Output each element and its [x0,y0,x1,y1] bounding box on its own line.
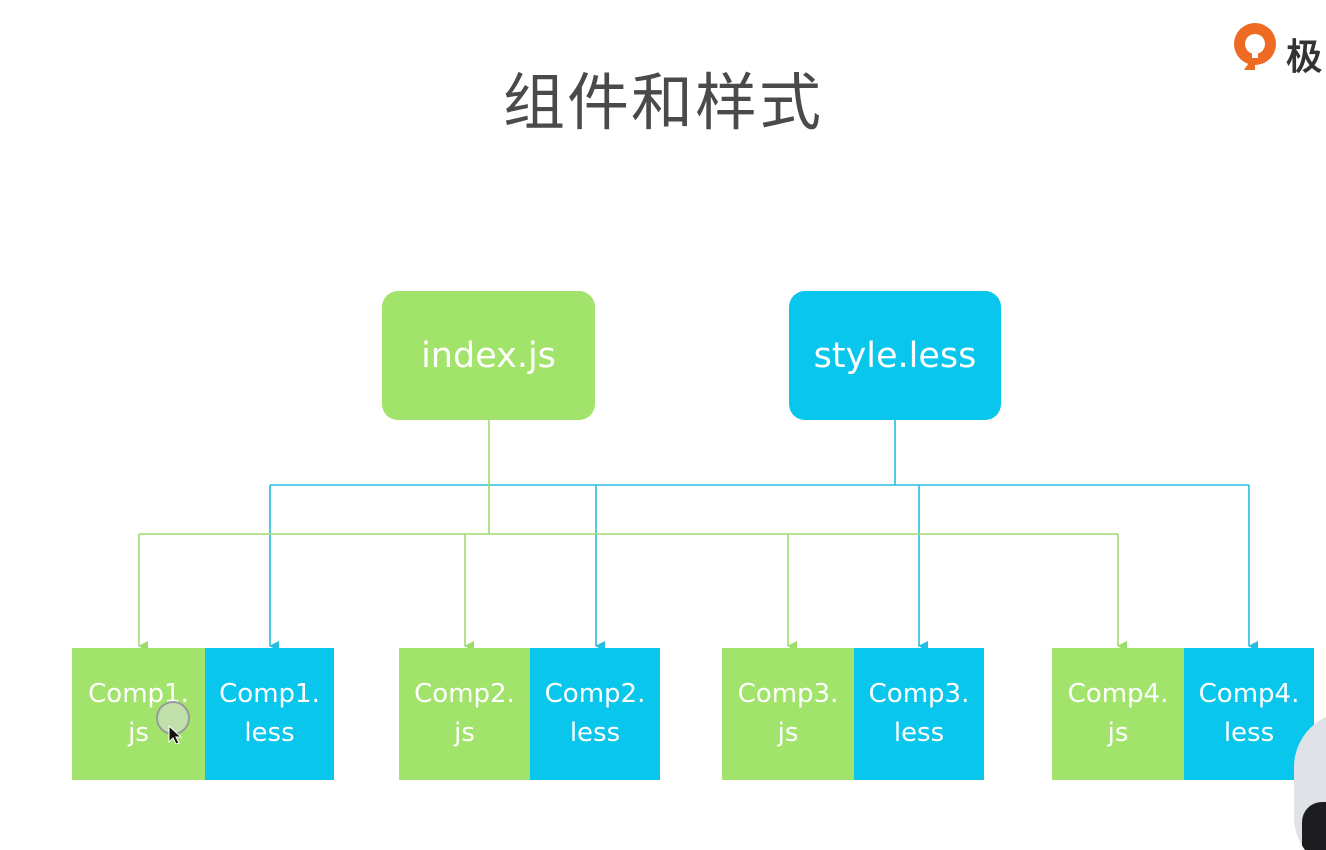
slide-title: 组件和样式 [502,66,823,139]
jike-logo-icon [1234,23,1276,70]
less-connectors [269,420,1258,651]
comp3-js-node: Comp3. js [722,648,854,780]
comp2-js-node: Comp2. js [399,648,530,780]
comp3-less-node: Comp3. less [854,648,984,780]
index-js-node: index.js [382,291,595,420]
comp4-less-node: Comp4. less [1184,648,1314,780]
comp1-less-node: Comp1. less [205,648,334,780]
comp4-js-node: Comp4. js [1052,648,1184,780]
js-connectors [138,420,1127,651]
style-less-node: style.less [789,291,1001,420]
comp2-less-node: Comp2. less [530,648,660,780]
presenter-shirt [1302,802,1326,850]
brand-logo: 极 [1228,18,1326,78]
loading-cursor-icon [156,701,190,744]
brand-logo-text: 极 [1286,37,1323,78]
